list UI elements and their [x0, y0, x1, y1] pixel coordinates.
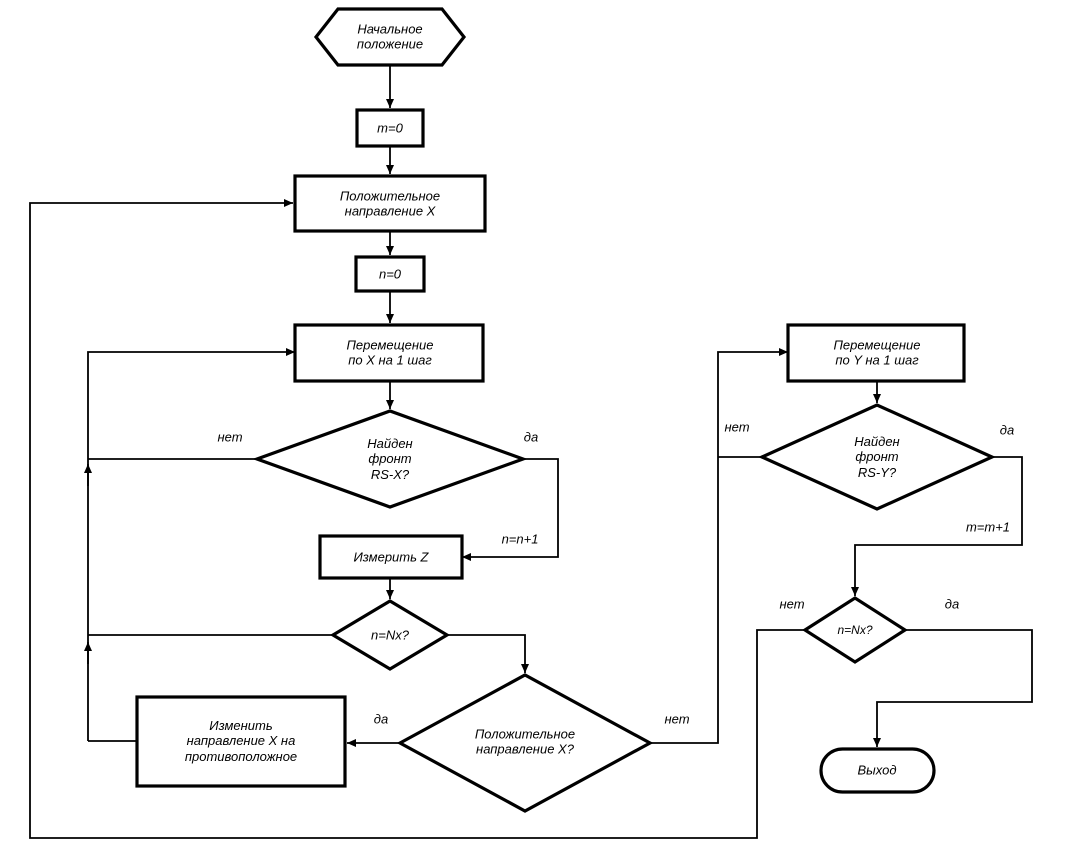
measure-z-label: Измерить Z: [353, 549, 429, 565]
n-equals-nx-label: n=Nx?: [371, 627, 409, 643]
connector-nnx-bigdiamond: [447, 634, 529, 673]
start-terminator-hexagon: [313, 7, 467, 67]
branch-no-front-rs-y: нет: [724, 419, 750, 435]
front-rs-y-diamond: [758, 403, 996, 511]
front-rs-y-label: Найден фронт RS-Y?: [854, 434, 900, 480]
reverse-x-direction-label: Изменить направление X на противоположно…: [184, 718, 298, 764]
branch-no-front-rs-x: нет: [217, 429, 243, 445]
shapes: [135, 7, 996, 813]
reverse-x-direction-box: [135, 695, 347, 788]
positive-direction-x-question-label: Положительное направление X?: [474, 726, 576, 757]
branch-yes-m-limit: да: [944, 596, 960, 612]
positive-direction-x-box: [293, 174, 487, 233]
connector-mlimit-no-return: [29, 199, 805, 839]
connectors: [29, 65, 1033, 839]
branch-yes-positive-direction: да: [373, 711, 389, 727]
exit-terminator: [819, 747, 936, 794]
start-label: Начальное положение: [356, 21, 424, 52]
m-equals-limit-label: n=Nx?: [837, 622, 873, 637]
measure-z-box: [318, 534, 464, 580]
exit-label: Выход: [857, 762, 897, 778]
connector-bigdiamond-no-movey: [650, 348, 788, 744]
increment-n-label: n=n+1: [501, 531, 539, 547]
move-y-box: [786, 323, 966, 383]
positive-direction-x-label: Положительное направление X: [339, 188, 441, 219]
connector-frontx-yes-measurez: [462, 458, 559, 561]
move-y-label: Перемещение по Y на 1 шаг: [833, 337, 921, 368]
move-x-box: [293, 323, 485, 383]
branch-yes-front-rs-y: да: [999, 422, 1015, 438]
n-equals-nx-diamond: [329, 599, 451, 671]
connector-fronty-yes-mlimit: [851, 456, 1023, 596]
connector-mlimit-yes-exit: [873, 629, 1033, 747]
m-equals-limit-diamond: [802, 596, 908, 664]
set-m-zero-label: m=0: [377, 120, 403, 136]
branch-no-positive-direction: нет: [664, 711, 690, 727]
set-m-zero-box: [355, 108, 425, 148]
increment-m-label: m=m+1: [965, 519, 1011, 535]
move-x-label: Перемещение по X на 1 шаг: [346, 337, 434, 368]
connector-leftline-movex: [87, 348, 295, 741]
set-n-zero-box: [354, 255, 426, 293]
branch-yes-front-rs-x: да: [523, 429, 539, 445]
front-rs-x-diamond: [252, 409, 528, 509]
positive-direction-x-question-diamond: [396, 673, 654, 813]
branch-no-m-limit: нет: [779, 596, 805, 612]
front-rs-x-label: Найден фронт RS-X?: [367, 436, 413, 482]
set-n-zero-label: n=0: [378, 266, 402, 282]
